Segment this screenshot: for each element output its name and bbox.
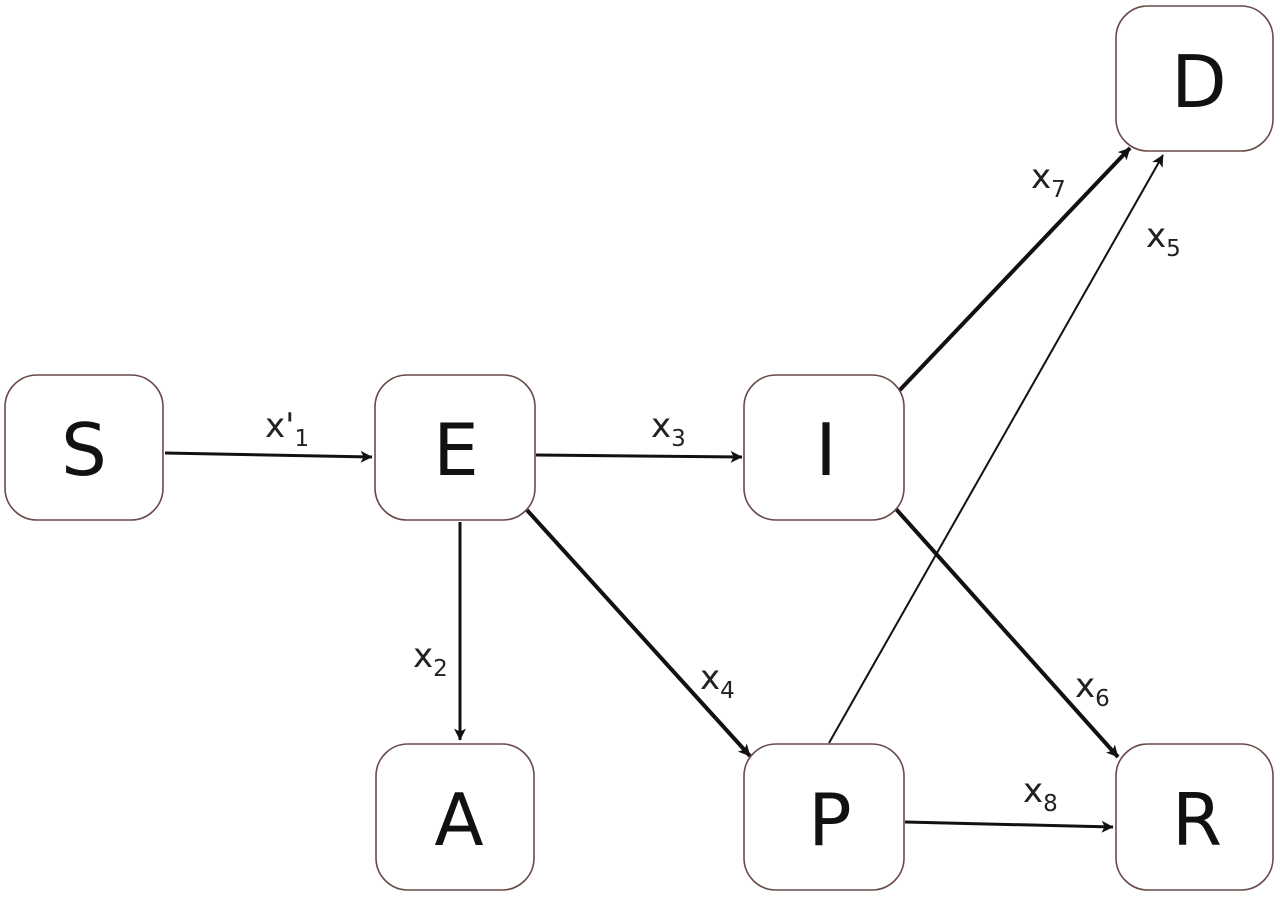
edge-label-sub: 7 xyxy=(1051,177,1066,203)
edge-label: x4 xyxy=(700,658,735,704)
node-label: A xyxy=(434,778,483,862)
node-box xyxy=(375,743,535,891)
node-p[interactable]: P xyxy=(743,743,905,891)
nodes: S E I D A P R xyxy=(4,5,1274,891)
node-box xyxy=(1115,743,1274,891)
node-d[interactable]: D xyxy=(1115,5,1274,152)
edge-label-base: x xyxy=(1146,216,1166,256)
edge-e-to-i: x3 xyxy=(535,406,743,463)
node-e[interactable]: E xyxy=(374,374,536,521)
edge-line xyxy=(894,507,1120,759)
edge-label-base: x xyxy=(1075,666,1095,706)
edge-label-base: x xyxy=(413,636,433,676)
edge-label: x5 xyxy=(1146,216,1181,262)
edge-e-to-p: x4 xyxy=(524,507,752,758)
node-s[interactable]: S xyxy=(4,374,164,521)
node-label: I xyxy=(815,408,836,492)
edge-p-to-d: x5 xyxy=(828,154,1181,744)
node-box xyxy=(4,374,164,521)
node-r[interactable]: R xyxy=(1115,743,1274,891)
edge-e-to-a: x2 xyxy=(413,522,466,741)
edge-line xyxy=(895,146,1132,395)
edge-label-sub: 1 xyxy=(294,426,309,452)
edge-line xyxy=(164,450,373,463)
edge-label: x'1 xyxy=(265,406,309,452)
node-i[interactable]: I xyxy=(743,374,905,521)
edge-label: x8 xyxy=(1023,771,1058,817)
node-box xyxy=(374,374,536,521)
edge-label: x6 xyxy=(1075,666,1110,712)
edge-label-sub: 2 xyxy=(433,656,448,682)
edge-label-sub: 4 xyxy=(720,678,735,704)
node-label: S xyxy=(61,408,107,492)
edge-label-base: x xyxy=(700,658,720,698)
edge-line xyxy=(828,154,1164,744)
edge-p-to-r: x8 xyxy=(904,771,1114,833)
node-box xyxy=(743,374,905,521)
node-label: P xyxy=(808,778,851,862)
edge-label: x3 xyxy=(651,406,686,452)
edge-s-to-e: x'1 xyxy=(164,406,373,463)
node-box xyxy=(743,743,905,891)
edge-line xyxy=(535,450,743,463)
edge-label-base: x xyxy=(1031,157,1051,197)
node-label: D xyxy=(1171,40,1226,124)
edge-label-base: x xyxy=(651,406,671,446)
edge-label-sub: 5 xyxy=(1166,236,1181,262)
edge-i-to-d: x7 xyxy=(895,146,1132,395)
edge-label: x7 xyxy=(1031,157,1066,203)
node-box xyxy=(1115,5,1274,152)
edge-label-sub: 6 xyxy=(1095,686,1110,712)
edge-line xyxy=(904,820,1114,833)
node-label: R xyxy=(1172,778,1222,862)
edge-label-base: x xyxy=(1023,771,1043,811)
edge-label-base: x' xyxy=(265,406,294,446)
edge-i-to-r: x6 xyxy=(894,507,1120,759)
node-label: E xyxy=(433,408,479,492)
edges: x'1 x3 x2 x4 x7 xyxy=(164,146,1181,833)
node-a[interactable]: A xyxy=(375,743,535,891)
edge-label: x2 xyxy=(413,636,448,682)
edge-label-sub: 8 xyxy=(1043,791,1058,817)
edge-line xyxy=(524,507,752,758)
edge-label-sub: 3 xyxy=(671,426,686,452)
